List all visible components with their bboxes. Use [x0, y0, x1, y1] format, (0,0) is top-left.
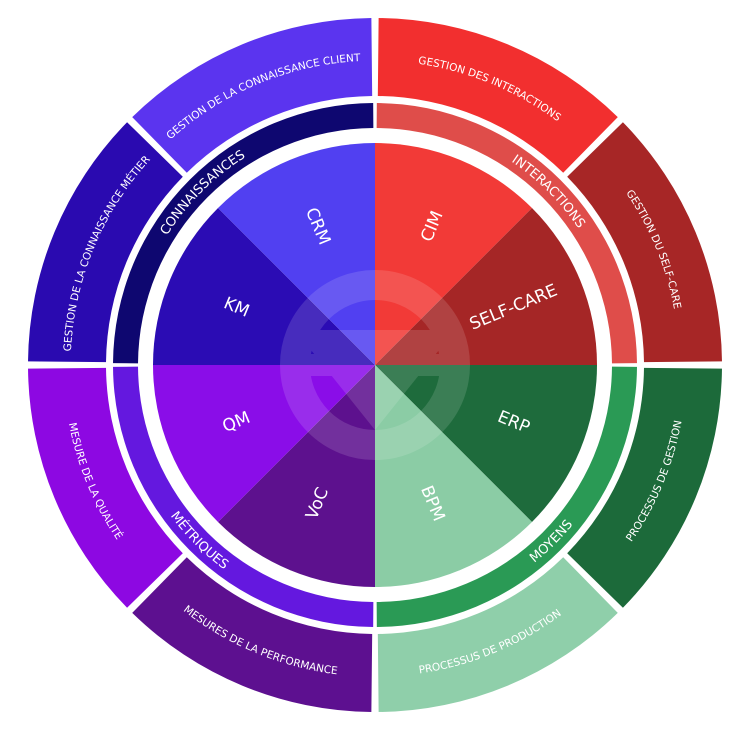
- outer-ring-self-care[interactable]: [567, 122, 722, 363]
- module-wedge-km[interactable]: [153, 208, 375, 365]
- module-wedge-erp[interactable]: [375, 365, 597, 522]
- outer-ring-qm[interactable]: [28, 367, 183, 608]
- module-wedge-qm[interactable]: [153, 365, 375, 522]
- module-wedge-crm[interactable]: [218, 143, 375, 365]
- outer-ring-cim[interactable]: [377, 18, 618, 173]
- outer-ring-km[interactable]: [28, 122, 183, 363]
- outer-ring-voc[interactable]: [132, 557, 373, 712]
- outer-ring-crm[interactable]: [132, 18, 373, 173]
- module-wedge-bpm[interactable]: [375, 365, 532, 587]
- domain-ring-metriques[interactable]: [113, 366, 374, 627]
- module-wedge-voc[interactable]: [218, 365, 375, 588]
- outer-ring-erp[interactable]: [567, 367, 722, 608]
- domain-ring-moyens[interactable]: [376, 366, 637, 627]
- logo-watermark-icon: [280, 270, 470, 460]
- module-wedge-self-care[interactable]: [375, 208, 597, 365]
- module-wedge-cim[interactable]: [375, 143, 532, 365]
- outer-ring-bpm[interactable]: [377, 557, 618, 712]
- domain-ring-connaissances[interactable]: [113, 103, 374, 364]
- domain-ring-interactions[interactable]: [376, 103, 637, 364]
